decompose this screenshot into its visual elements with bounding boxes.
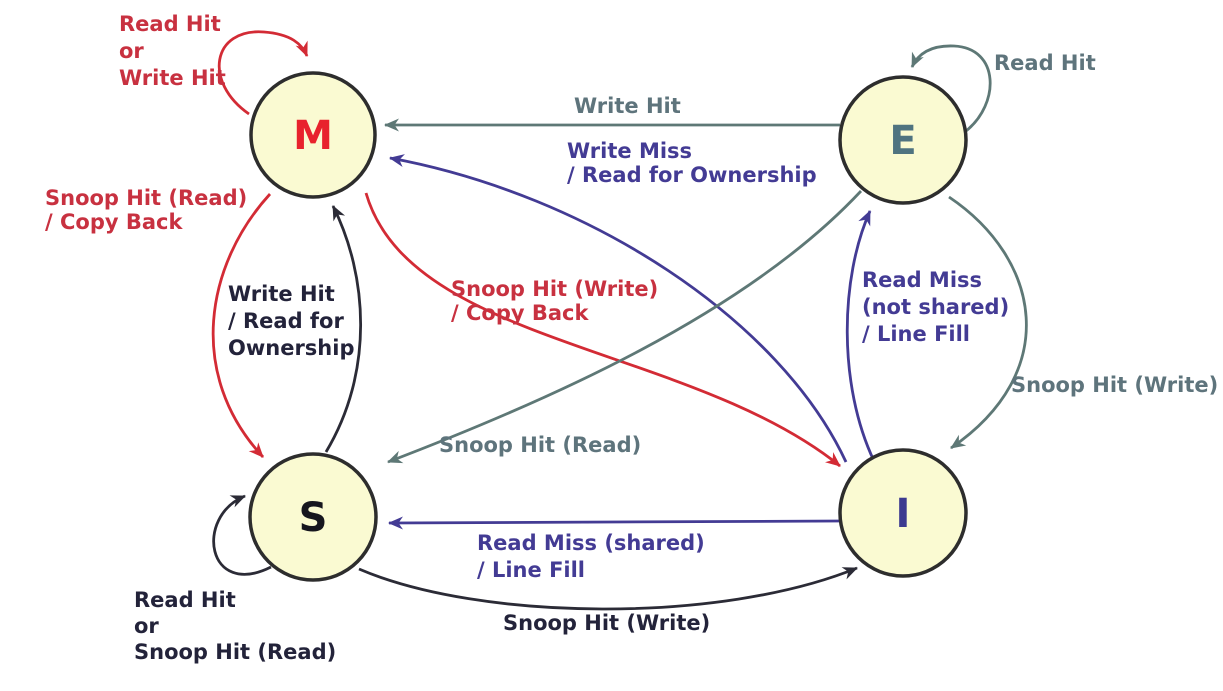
arrow-i-to-m [389, 154, 848, 463]
label-line: / Line Fill [477, 558, 586, 582]
state-m-letter: M [293, 113, 333, 159]
label-line: or [119, 39, 144, 63]
state-node-m: M [249, 71, 377, 199]
label-line: (not shared) [862, 295, 1010, 319]
label-line: Snoop Hit (Write) [451, 277, 659, 301]
state-node-e: E [838, 75, 968, 205]
label-line: Ownership [228, 336, 355, 360]
label-line: / Copy Back [45, 210, 183, 234]
label-line: Snoop Hit (Write) [503, 611, 711, 635]
arrow-m-to-i [364, 192, 841, 468]
label-e-to-s: Snoop Hit (Read) [439, 432, 641, 458]
label-i-to-e: Read Miss (not shared) / Line Fill [862, 267, 1009, 348]
label-m-to-i: Snoop Hit (Write) / Copy Back [451, 277, 658, 325]
arrow-m-to-s [211, 193, 272, 458]
label-line: Read Hit [134, 588, 236, 612]
label-line: / Line Fill [862, 322, 971, 346]
arrow-i-to-s [388, 516, 840, 530]
label-line: Read Hit [994, 51, 1096, 75]
label-line: Write Hit [228, 282, 335, 306]
state-e-letter: E [889, 118, 916, 164]
label-line: Write Hit [119, 66, 226, 90]
label-s-self-loop: Read Hit or Snoop Hit (Read) [134, 587, 336, 665]
state-i-letter: I [896, 491, 911, 537]
state-node-s: S [248, 452, 378, 582]
label-i-to-m: Write Miss / Read for Ownership [567, 139, 817, 187]
label-line: Snoop Hit (Read) [134, 640, 337, 664]
label-line: / Read for Ownership [567, 163, 817, 187]
label-line: Write Miss [567, 139, 693, 163]
arrow-i-to-e [845, 210, 876, 462]
arrow-e-to-i [948, 195, 1028, 450]
label-line: Write Hit [574, 94, 681, 118]
state-e-circle [838, 75, 968, 205]
label-line: / Read for [228, 309, 344, 333]
arrow-e-self-loop [910, 44, 992, 133]
label-line: Snoop Hit (Write) [1011, 373, 1219, 397]
label-s-to-m: Write Hit / Read for Ownership [228, 281, 354, 362]
arrow-s-to-i [358, 566, 858, 611]
label-line: Snoop Hit (Read) [45, 186, 248, 210]
arrow-m-self-loop [217, 30, 309, 116]
label-line: Snoop Hit (Read) [439, 433, 642, 457]
state-m-circle [249, 71, 377, 199]
label-e-self-loop: Read Hit [994, 50, 1096, 76]
state-s-letter: S [299, 495, 328, 541]
state-i-circle [838, 448, 968, 578]
arrow-s-to-m [324, 205, 362, 453]
state-s-circle [248, 452, 378, 582]
arrow-e-to-s [387, 190, 863, 464]
label-line: Read Miss (shared) [477, 531, 705, 555]
label-line: or [134, 614, 159, 638]
label-s-to-i: Snoop Hit (Write) [503, 610, 710, 636]
label-e-to-m: Write Hit [574, 93, 681, 119]
label-line: Read Miss [862, 268, 983, 292]
label-line: Read Hit [119, 12, 221, 36]
label-m-self-loop: Read Hit or Write Hit [119, 11, 226, 92]
label-e-to-i: Snoop Hit (Write) [1011, 372, 1218, 398]
label-i-to-s: Read Miss (shared) / Line Fill [477, 530, 705, 584]
label-m-to-s: Snoop Hit (Read) / Copy Back [45, 186, 247, 234]
label-line: / Copy Back [451, 301, 589, 325]
arrow-s-self-loop [212, 494, 272, 576]
state-node-i: I [838, 448, 968, 578]
